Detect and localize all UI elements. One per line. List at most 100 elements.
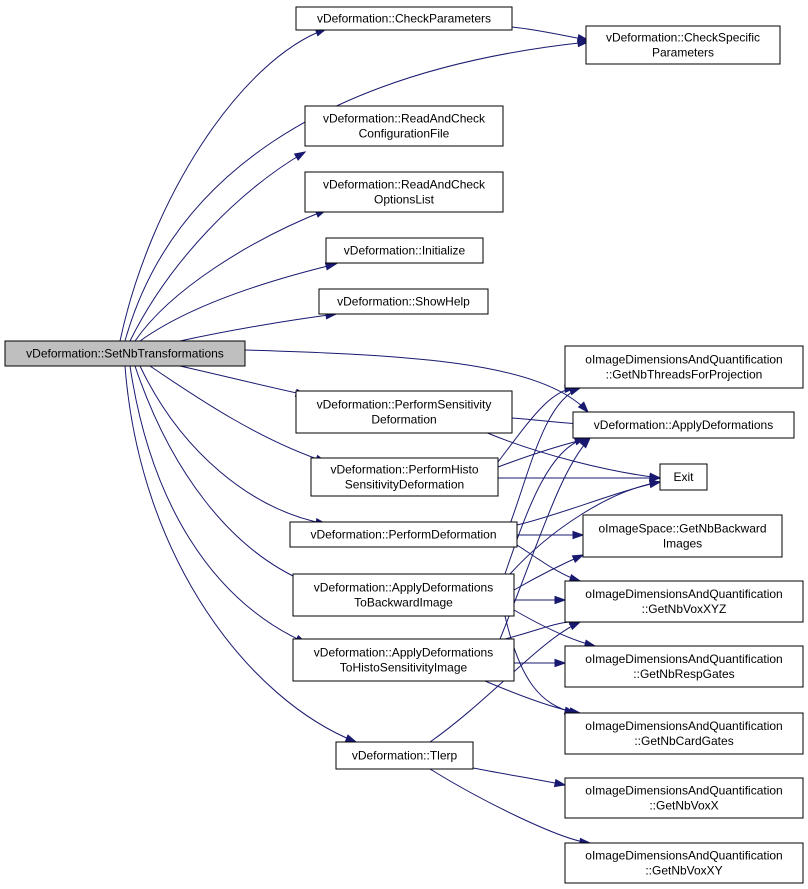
- node-get-nb-vox-xyz[interactable]: oImageDimensionsAndQuantification::GetNb…: [564, 580, 804, 623]
- node-label: Images: [663, 537, 702, 551]
- edge-line: [179, 313, 337, 342]
- node-label: vDeformation::Tlerp: [352, 749, 458, 763]
- node-box: [304, 105, 504, 147]
- arrowhead-icon: [344, 734, 358, 743]
- node-exit[interactable]: Exit: [659, 463, 708, 491]
- node-label: vDeformation::ApplyDeformations: [594, 418, 773, 432]
- node-label: vDeformation::ReadAndCheck: [323, 112, 486, 126]
- arrowhead-icon: [568, 573, 582, 583]
- arrowhead-icon: [568, 387, 582, 396]
- node-label: vDeformation::CheckParameters: [317, 12, 491, 26]
- edge-check-parameters-to-check-specific-parameters: [511, 26, 590, 43]
- node-perform-deformation[interactable]: vDeformation::PerformDeformation: [289, 521, 518, 548]
- node-initialize[interactable]: vDeformation::Initialize: [325, 237, 484, 264]
- node-label: oImageDimensionsAndQuantification: [585, 587, 782, 601]
- edge-perform-sensitivity-deformation-to-exit: [484, 431, 662, 481]
- edge-line: [139, 365, 327, 525]
- arrowhead-icon: [579, 436, 592, 449]
- node-tlerp[interactable]: vDeformation::Tlerp: [335, 741, 474, 770]
- node-box: [659, 463, 708, 491]
- node-label: ::GetNbVoxXY: [645, 864, 722, 878]
- edge-perform-deformation-to-get-nb-vox-xyz: [516, 544, 582, 583]
- node-set-nb-transformations[interactable]: vDeformation::SetNbTransformations: [4, 340, 246, 367]
- edge-apply-deformations-to-backward-image-to-exit: [509, 479, 662, 575]
- node-get-nb-resp-gates[interactable]: oImageDimensionsAndQuantification::GetNb…: [564, 645, 804, 688]
- node-label: oImageSpace::GetNbBackward: [598, 522, 766, 536]
- node-label: oImageDimensionsAndQuantification: [585, 784, 782, 798]
- node-label: vDeformation::PerformDeformation: [310, 528, 496, 542]
- node-label: ToHistoSensitivityImage: [340, 661, 468, 675]
- node-box: [4, 340, 246, 367]
- node-box: [325, 237, 484, 264]
- node-box: [335, 741, 474, 770]
- node-get-nb-vox-xy[interactable]: oImageDimensionsAndQuantification::GetNb…: [564, 842, 804, 884]
- node-read-and-check-configuration-file[interactable]: vDeformation::ReadAndCheckConfigurationF…: [304, 105, 504, 147]
- node-label: vDeformation::ShowHelp: [337, 295, 470, 309]
- edge-line: [509, 387, 581, 525]
- edge-set-nb-transformations-to-read-and-check-configuration-file: [129, 151, 307, 342]
- edge-line: [124, 41, 589, 342]
- node-box: [564, 842, 804, 884]
- node-label: oImageDimensionsAndQuantification: [585, 719, 782, 733]
- edge-apply-deformations-to-histo-sensitivity-image-to-get-nb-resp-gates: [514, 658, 567, 668]
- node-label: vDeformation::Initialize: [344, 244, 466, 258]
- node-label: ::GetNbThreadsForProjection: [606, 368, 763, 382]
- node-box: [564, 777, 804, 819]
- edge-line: [244, 349, 589, 413]
- edge-line: [139, 263, 337, 342]
- node-label: vDeformation::PerformSensitivity: [317, 398, 492, 412]
- node-box: [564, 345, 804, 389]
- arrowhead-icon: [572, 530, 585, 540]
- node-box: [295, 6, 513, 31]
- node-check-parameters[interactable]: vDeformation::CheckParameters: [295, 6, 513, 31]
- node-apply-deformations-to-backward-image[interactable]: vDeformation::ApplyDeformationsToBackwar…: [292, 573, 515, 617]
- node-perform-sensitivity-deformation[interactable]: vDeformation::PerformSensitivityDeformat…: [295, 390, 513, 434]
- node-get-nb-threads-for-projection[interactable]: oImageDimensionsAndQuantification::GetNb…: [564, 345, 804, 389]
- node-label: Exit: [673, 470, 694, 484]
- node-label: vDeformation::ReadAndCheck: [323, 178, 486, 192]
- node-label: vDeformation::ApplyDeformations: [314, 646, 493, 660]
- node-label: ConfigurationFile: [359, 127, 450, 141]
- edge-line: [134, 365, 307, 583]
- node-box: [582, 514, 783, 558]
- edge-line: [149, 365, 327, 463]
- edge-perform-deformation-to-get-nb-backward-images: [517, 530, 585, 540]
- node-get-nb-card-gates[interactable]: oImageDimensionsAndQuantification::GetNb…: [564, 712, 804, 755]
- node-box: [572, 411, 795, 439]
- node-box: [295, 390, 513, 434]
- edge-line: [129, 151, 306, 342]
- arrowhead-icon: [577, 401, 590, 414]
- node-show-help[interactable]: vDeformation::ShowHelp: [318, 288, 489, 315]
- edge-line: [134, 209, 327, 342]
- arrowhead-icon: [324, 262, 338, 271]
- edge-line: [129, 365, 307, 644]
- edge-set-nb-transformations-to-read-and-check-options-list: [134, 209, 328, 342]
- node-label: oImageDimensionsAndQuantification: [585, 849, 782, 863]
- arrowhead-icon: [571, 554, 585, 564]
- node-label: oImageDimensionsAndQuantification: [585, 652, 782, 666]
- call-nodes: vDeformation::SetNbTransformationsvDefor…: [4, 6, 804, 884]
- node-perform-histo-sensitivity-deformation[interactable]: vDeformation::PerformHistoSensitivityDef…: [310, 457, 499, 497]
- node-apply-deformations[interactable]: vDeformation::ApplyDeformations: [572, 411, 795, 439]
- arrowhead-icon: [576, 34, 590, 43]
- node-label: ::GetNbRespGates: [633, 667, 734, 681]
- node-apply-deformations-to-histo-sensitivity-image[interactable]: vDeformation::ApplyDeformationsToHistoSe…: [292, 638, 515, 682]
- node-label: vDeformation::SetNbTransformations: [26, 347, 224, 361]
- edge-apply-deformations-to-backward-image-to-get-nb-vox-xyz: [513, 595, 567, 605]
- node-label: oImageDimensionsAndQuantification: [585, 353, 782, 367]
- node-label: ::GetNbCardGates: [634, 734, 733, 748]
- edge-apply-deformations-to-backward-image-to-apply-deformations: [504, 437, 587, 575]
- arrowhead-icon: [554, 595, 567, 605]
- edge-line: [504, 437, 586, 575]
- edge-line: [504, 621, 581, 640]
- edge-set-nb-transformations-to-apply-deformations: [244, 349, 590, 414]
- node-box: [564, 712, 804, 755]
- node-get-nb-vox-x[interactable]: oImageDimensionsAndQuantification::GetNb…: [564, 777, 804, 819]
- node-box: [289, 521, 518, 548]
- edge-tlerp-to-get-nb-vox-x: [472, 767, 567, 788]
- node-box: [564, 645, 804, 688]
